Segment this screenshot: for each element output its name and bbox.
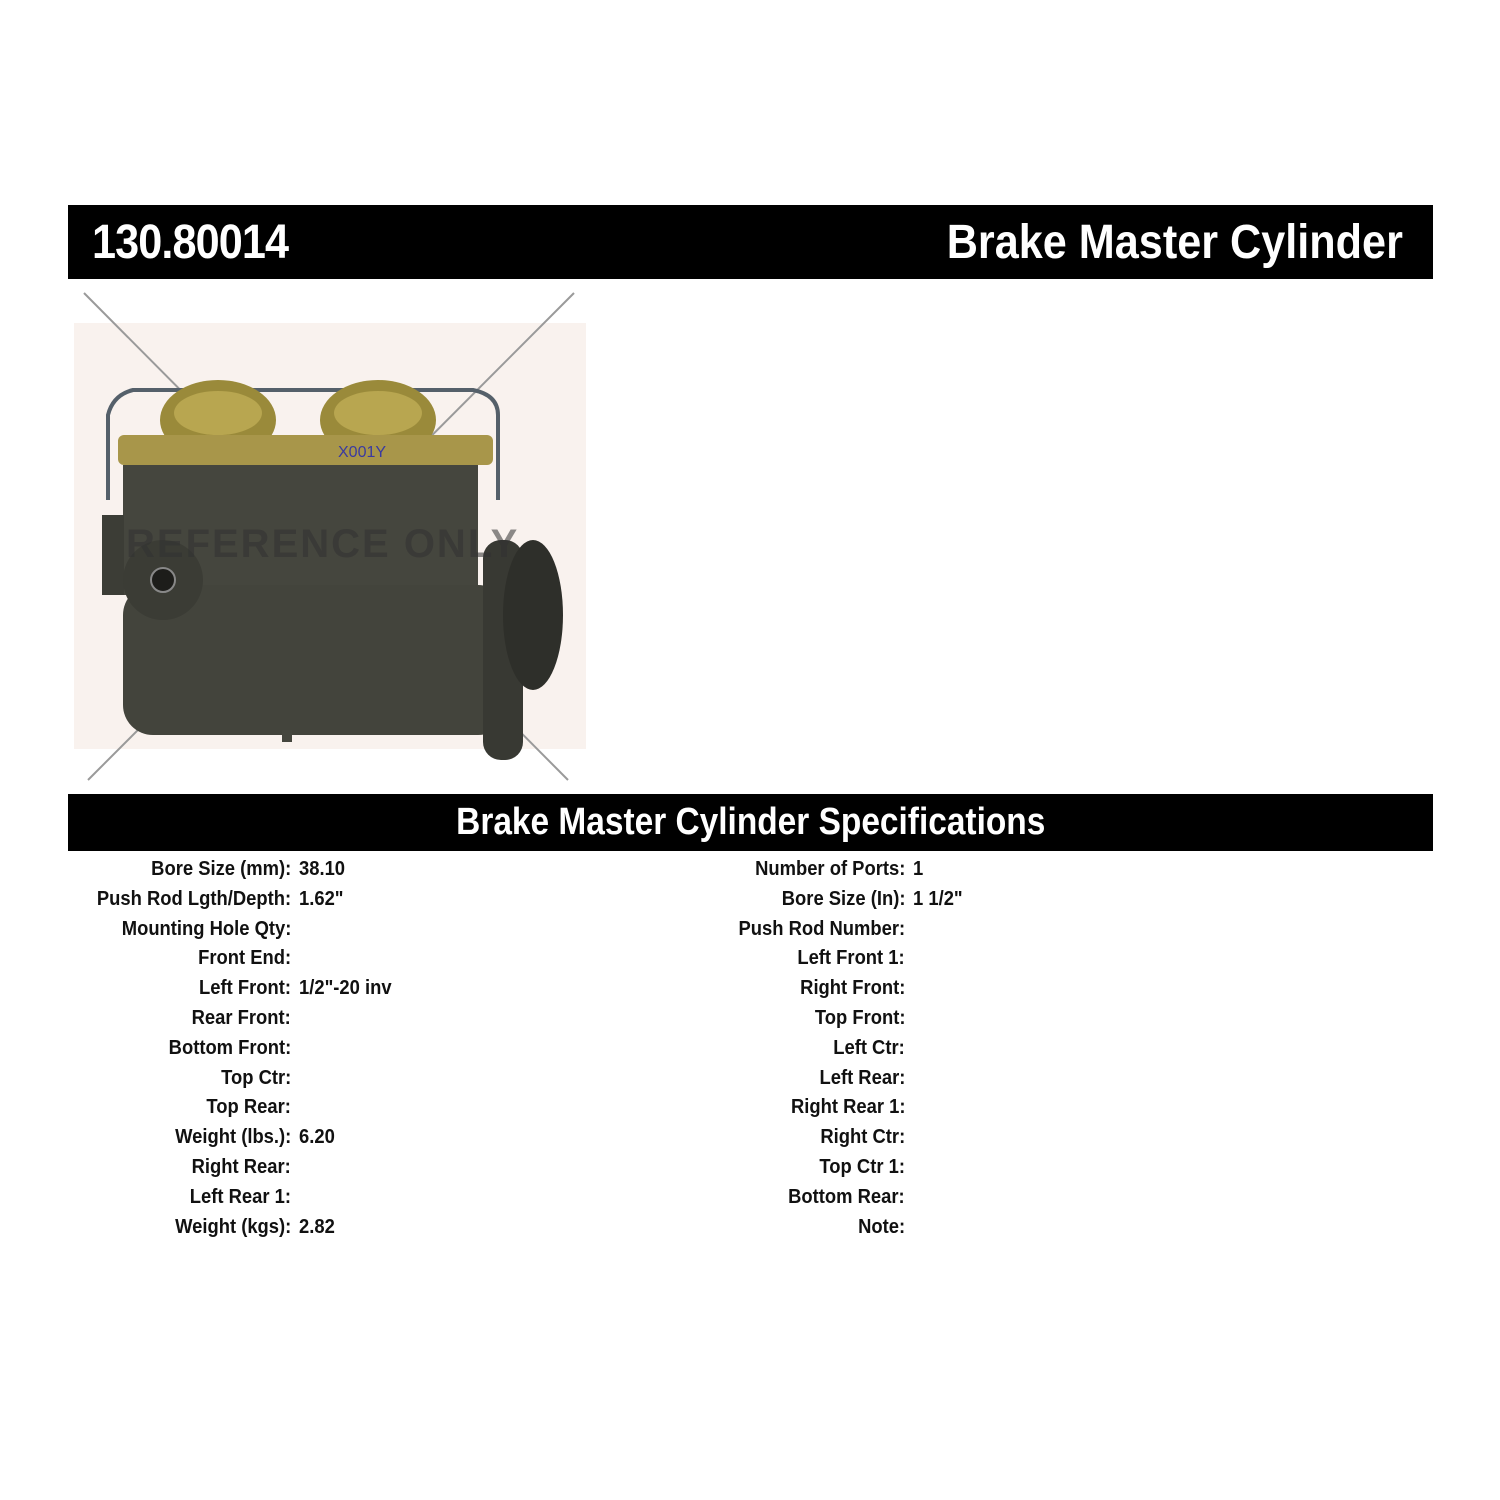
spec-row: Right Front:	[0, 974, 905, 1004]
spec-label: Top Front:	[814, 1006, 905, 1029]
spec-row: Push Rod Number:	[0, 915, 905, 945]
spec-value: 2.82	[299, 1215, 335, 1238]
part-number: 130.80014	[92, 216, 289, 269]
specs-title: Brake Master Cylinder Specifications	[455, 801, 1046, 843]
master-cylinder-illustration: X001Y REFERENCE ONLY	[83, 292, 575, 781]
spec-label: Push Rod Number:	[738, 917, 905, 940]
spec-row: Left Front 1:	[0, 944, 905, 974]
spec-label: Top Ctr 1:	[819, 1155, 905, 1178]
specs-right-column: Number of Ports:1 Bore Size (In):1 1/2" …	[0, 855, 962, 1243]
spec-label: Note:	[857, 1215, 905, 1238]
stamp-text: X001Y	[338, 444, 386, 461]
spec-row: Bore Size (mm): 38.10	[0, 855, 345, 885]
spec-value: 38.10	[299, 858, 346, 880]
spec-row: Right Rear:	[0, 1153, 291, 1183]
spec-value: 1	[913, 858, 924, 880]
spec-row: Note:	[0, 1213, 905, 1243]
spec-row: Top Ctr:	[0, 1064, 291, 1094]
spec-row: Top Ctr 1:	[0, 1153, 905, 1183]
spec-label: Number of Ports:	[754, 858, 905, 880]
spec-row: Bore Size (In): 1 1/2"	[0, 885, 962, 915]
spec-value: 1/2"-20 inv	[299, 977, 392, 1000]
spec-label: Left Ctr:	[833, 1036, 905, 1059]
spec-label: Bore Size (In):	[781, 887, 905, 910]
watermark-text: REFERENCE ONLY	[126, 522, 519, 566]
title-bar: 130.80014 Brake Master Cylinder	[68, 205, 1433, 279]
spec-label: Right Rear 1:	[790, 1096, 905, 1119]
specs-left-column: Bore Size (mm): 38.10 Push Rod Lgth/Depth…	[0, 855, 392, 1243]
spec-label: Mounting Hole Qty:	[121, 917, 291, 940]
specs-title-bar: Brake Master Cylinder Specifications	[68, 794, 1433, 851]
spec-row: Front End:	[0, 944, 291, 974]
spec-row: Mounting Hole Qty:	[0, 915, 291, 945]
spec-label: Right Rear:	[191, 1155, 291, 1178]
spec-label: Weight (kgs):	[174, 1215, 291, 1238]
spec-row: Bottom Front:	[0, 1034, 291, 1064]
spec-label: Rear Front:	[191, 1006, 291, 1029]
spec-value: 1 1/2"	[913, 887, 963, 910]
spec-row: Number of Ports: 1	[0, 855, 924, 885]
spec-row: Top Front:	[0, 1004, 905, 1034]
spec-label: Right Ctr:	[820, 1126, 905, 1149]
spec-label: Bore Size (mm):	[150, 858, 291, 880]
spec-row: Right Ctr:	[0, 1123, 905, 1153]
spec-row: Left Front: 1/2"-20 inv	[0, 974, 392, 1004]
spec-label: Bottom Rear:	[788, 1185, 905, 1208]
spec-row: Rear Front:	[0, 1004, 291, 1034]
spec-value: 6.20	[299, 1126, 335, 1149]
spec-row: Top Rear:	[0, 1093, 291, 1123]
spec-row: Bottom Rear:	[0, 1183, 905, 1213]
spec-label: Weight (lbs.):	[174, 1126, 291, 1149]
spec-label: Right Front:	[799, 977, 905, 1000]
product-name: Brake Master Cylinder	[946, 216, 1403, 269]
spec-row: Push Rod Lgth/Depth: 1.62"	[0, 885, 344, 915]
spec-label: Bottom Front:	[168, 1036, 291, 1059]
spec-label: Left Rear:	[819, 1066, 905, 1089]
spec-row: Right Rear 1:	[0, 1093, 905, 1123]
spec-row: Left Rear:	[0, 1064, 905, 1094]
spec-label: Push Rod Lgth/Depth:	[96, 887, 291, 910]
spec-row: Weight (kgs): 2.82	[0, 1213, 335, 1243]
spec-label: Left Rear 1:	[189, 1185, 291, 1208]
spec-row: Left Rear 1:	[0, 1183, 291, 1213]
spec-label: Front End:	[197, 947, 291, 970]
product-image: X001Y REFERENCE ONLY	[74, 292, 586, 781]
spec-label: Top Rear:	[206, 1096, 291, 1119]
spec-label: Top Ctr:	[220, 1066, 291, 1089]
spec-label: Left Front 1:	[797, 947, 905, 970]
spec-row: Weight (lbs.): 6.20	[0, 1123, 335, 1153]
spec-label: Left Front:	[199, 977, 291, 1000]
spec-value: 1.62"	[299, 887, 344, 910]
spec-row: Left Ctr:	[0, 1034, 905, 1064]
